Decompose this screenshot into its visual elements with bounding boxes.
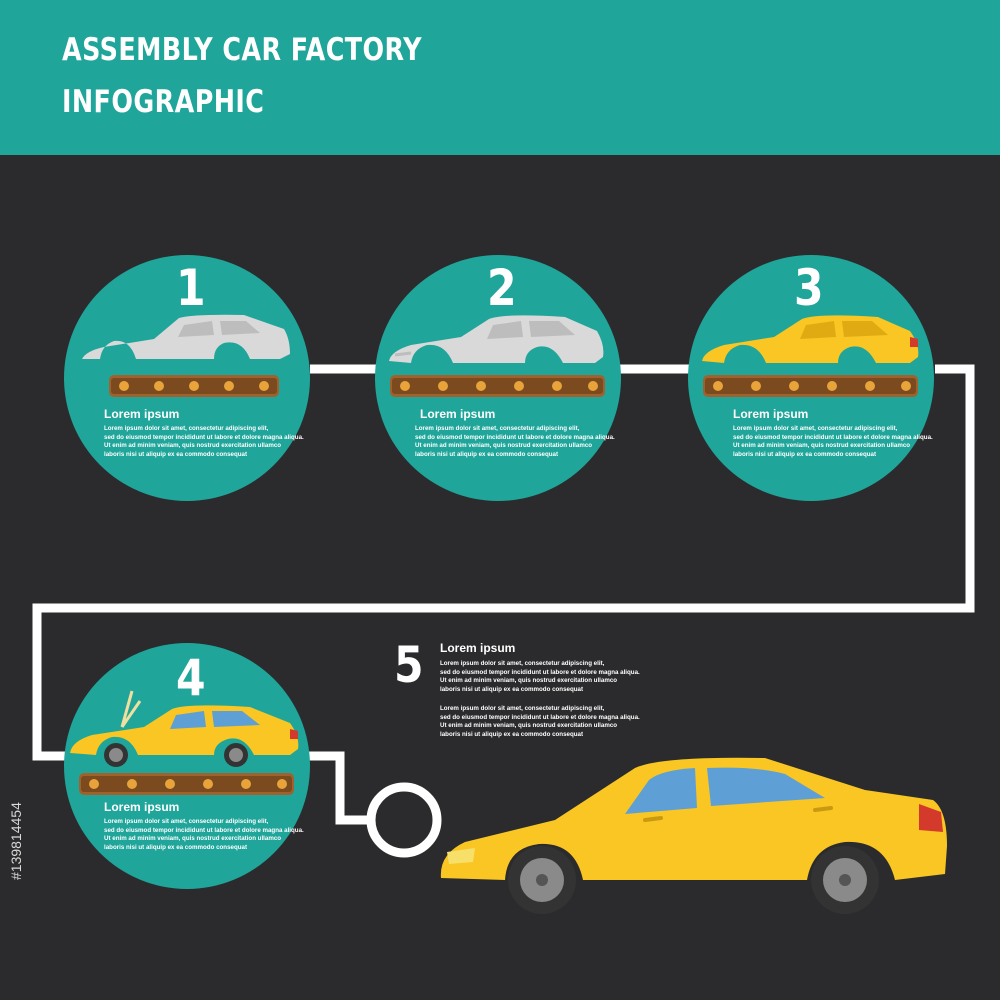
- infographic-title-line2: INFOGRAPHIC: [62, 84, 265, 120]
- infographic-title-line1: ASSEMBLY CAR FACTORY: [62, 32, 422, 68]
- text-line: Ut enim ad minim veniam, quis nostrud ex…: [440, 722, 618, 729]
- step-1-number: 1: [176, 259, 206, 317]
- finished-yellow-car-icon: [440, 757, 947, 914]
- text-line: Ut enim ad minim veniam, quis nostrud ex…: [415, 442, 593, 449]
- text-line: Ut enim ad minim veniam, quis nostrud ex…: [104, 835, 282, 842]
- step-3-description: Lorem ipsum dolor sit amet, consectetur …: [733, 425, 933, 459]
- step-4-number: 4: [176, 649, 206, 707]
- text-line: laboris nisi ut aliquip ex ea commodo co…: [733, 450, 877, 458]
- step-1-description: Lorem ipsum dolor sit amet, consectetur …: [104, 425, 304, 459]
- text-line: sed do eiusmod tempor incididunt ut labo…: [104, 826, 304, 834]
- text-line: Ut enim ad minim veniam, quis nostrud ex…: [104, 442, 282, 449]
- step-5-number: 5: [394, 636, 424, 694]
- step-4-circle: 4 Lorem ipsum Lorem ipsum dolor sit amet…: [64, 643, 310, 889]
- car-with-wheels-icon: [70, 690, 299, 795]
- step-2-circle: 2 Lorem ipsum Lorem ipsum dolor sit amet…: [375, 255, 621, 501]
- text-line: sed do eiusmod tempor incididunt ut labo…: [104, 433, 304, 441]
- text-line: sed do eiusmod tempor incididunt ut labo…: [440, 668, 640, 676]
- painted-car-body-icon: [702, 315, 919, 397]
- text-line: laboris nisi ut aliquip ex ea commodo co…: [104, 450, 248, 458]
- text-line: sed do eiusmod tempor incididunt ut labo…: [415, 433, 615, 441]
- text-line: Lorem ipsum dolor sit amet, consectetur …: [104, 425, 269, 432]
- text-line: laboris nisi ut aliquip ex ea commodo co…: [440, 730, 584, 738]
- step-4-title: Lorem ipsum: [104, 800, 180, 814]
- text-line: Ut enim ad minim veniam, quis nostrud ex…: [440, 677, 618, 684]
- step-1-title: Lorem ipsum: [104, 407, 180, 421]
- text-line: sed do eiusmod tempor incididunt ut labo…: [440, 713, 640, 721]
- step-3-title: Lorem ipsum: [733, 407, 809, 421]
- stock-id-label: #139814454: [8, 802, 24, 880]
- step-5-title: Lorem ipsum: [440, 641, 516, 655]
- text-line: laboris nisi ut aliquip ex ea commodo co…: [104, 843, 248, 851]
- text-line: Lorem ipsum dolor sit amet, consectetur …: [104, 818, 269, 825]
- step-2-number: 2: [487, 259, 517, 317]
- text-line: Ut enim ad minim veniam, quis nostrud ex…: [733, 442, 911, 449]
- step-3-circle: 3 Lorem ipsum Lorem ipsum dolor sit amet…: [688, 255, 934, 501]
- step-5-paragraph-1: Lorem ipsum dolor sit amet, consectetur …: [440, 660, 640, 694]
- text-line: sed do eiusmod tempor incididunt ut labo…: [733, 433, 933, 441]
- text-line: Lorem ipsum dolor sit amet, consectetur …: [440, 660, 605, 667]
- step-1-circle: 1 Lorem ipsum Lorem ipsum dolor sit amet…: [64, 255, 310, 501]
- text-line: Lorem ipsum dolor sit amet, consectetur …: [733, 425, 898, 432]
- text-line: Lorem ipsum dolor sit amet, consectetur …: [415, 425, 580, 432]
- step-3-number: 3: [794, 259, 824, 317]
- flow-end-ring: [366, 782, 442, 858]
- text-line: Lorem ipsum dolor sit amet, consectetur …: [440, 705, 605, 712]
- header-banner: ASSEMBLY CAR FACTORY INFOGRAPHIC: [0, 0, 1000, 155]
- car-body-shell-icon: [82, 314, 290, 397]
- step-2-title: Lorem ipsum: [420, 407, 496, 421]
- text-line: laboris nisi ut aliquip ex ea commodo co…: [415, 450, 559, 458]
- step-2-description: Lorem ipsum dolor sit amet, consectetur …: [415, 425, 615, 459]
- step-4-description: Lorem ipsum dolor sit amet, consectetur …: [104, 818, 304, 852]
- car-body-with-doors-icon: [389, 315, 605, 397]
- step-5-paragraph-2: Lorem ipsum dolor sit amet, consectetur …: [440, 705, 640, 739]
- text-line: laboris nisi ut aliquip ex ea commodo co…: [440, 685, 584, 693]
